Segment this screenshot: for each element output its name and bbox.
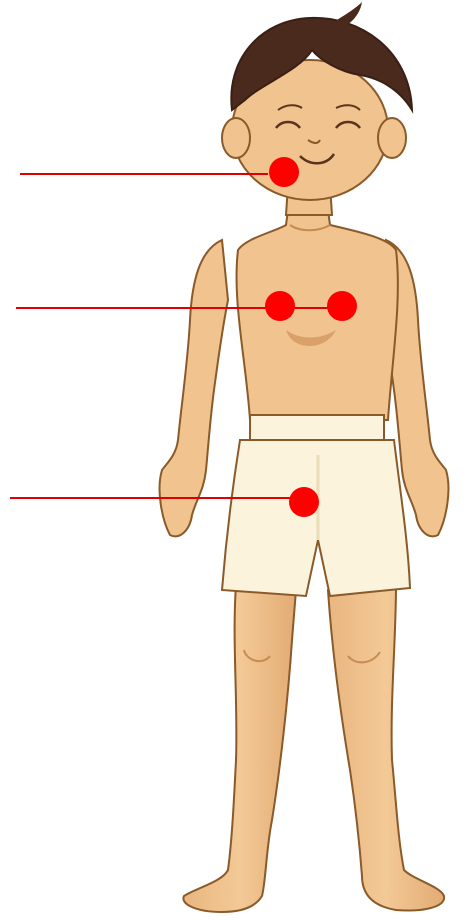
chin-marker-1 — [269, 157, 299, 187]
legs — [183, 585, 444, 912]
chest-marker-2 — [327, 291, 357, 321]
chest-marker-1 — [265, 291, 295, 321]
groin-marker-1 — [289, 487, 319, 517]
head — [222, 2, 412, 215]
